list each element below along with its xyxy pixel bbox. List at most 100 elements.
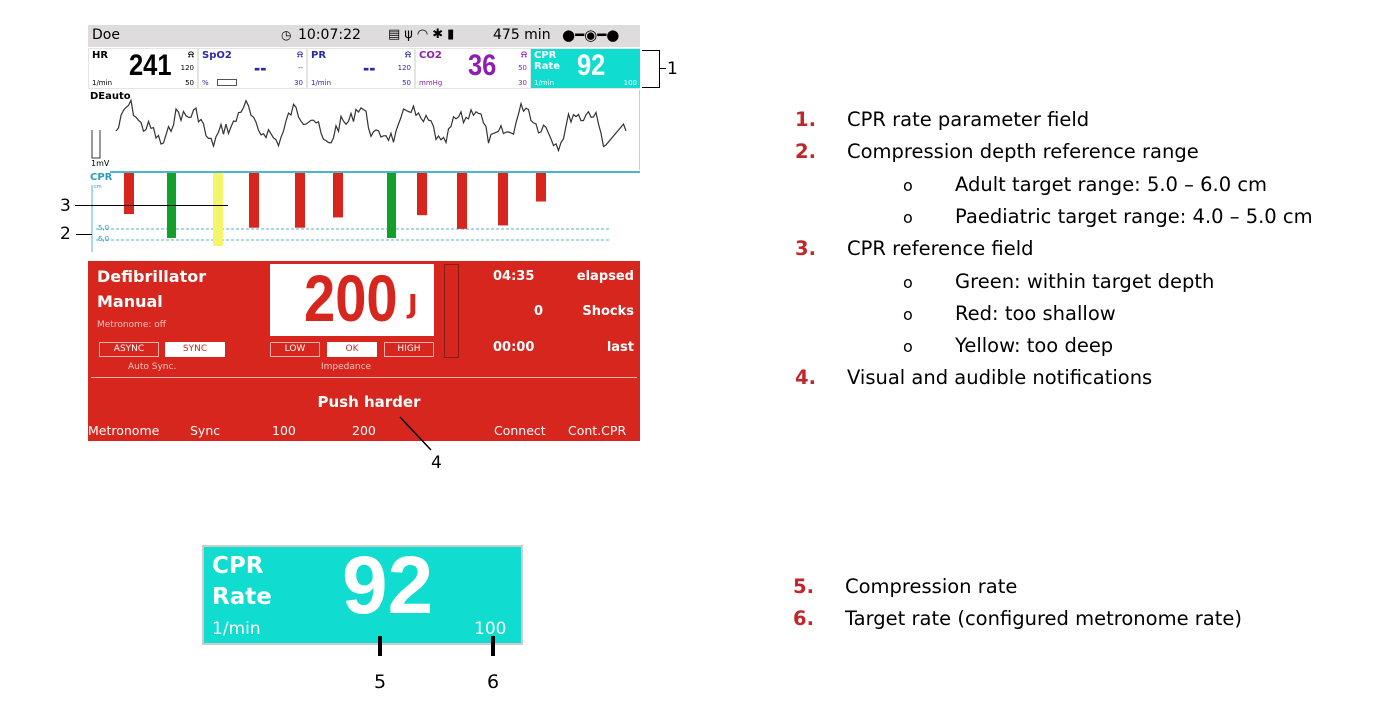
battery-time: 475 min: [493, 27, 551, 43]
defibrillator-panel: Defibrillator Manual Metronome: off ASYN…: [88, 261, 640, 441]
compression-bar-red: [295, 173, 305, 228]
param-value: 36: [468, 49, 497, 82]
legend-number: 1.: [795, 108, 816, 131]
legend-number: 4.: [795, 366, 816, 390]
ecg-waveform-area: DEauto 1mV: [88, 90, 640, 170]
defib-title: Defibrillator: [97, 267, 207, 286]
softkey-200[interactable]: 200: [352, 423, 376, 438]
cpr-field-label: CPR: [90, 172, 113, 183]
impedance-low: LOW: [270, 342, 320, 357]
last-shock-time: 00:00: [493, 340, 535, 355]
alarm-low: 50: [402, 79, 411, 87]
callout-6: 6: [487, 671, 500, 693]
compression-bar-red: [457, 173, 467, 229]
softkey-100[interactable]: 100: [272, 423, 296, 438]
impedance-high: HIGH: [384, 342, 434, 357]
legend-text: CPR rate parameter field: [847, 108, 1090, 131]
callout-tick-6: [491, 636, 495, 656]
callout-bracket-1: [642, 50, 660, 88]
status-bar: Doe ◷ 10:07:22 ▤ψ◠✱▮ 475 min ●━◉━●: [88, 25, 640, 47]
elapsed-time: 04:35: [493, 269, 535, 284]
softkey-connect[interactable]: Connect: [494, 423, 546, 438]
metronome-status: Metronome: off: [97, 320, 166, 330]
param-unit: 1/min: [311, 79, 332, 87]
softkey-sync[interactable]: Sync: [190, 423, 221, 438]
legend-text: Compression depth reference range: [847, 140, 1199, 164]
cpr-prompt: Push harder: [317, 393, 421, 411]
compression-bar-red: [498, 173, 508, 226]
alarm-high: 50: [518, 64, 527, 72]
ecg-trace: [115, 98, 627, 153]
cpr-rate-field-enlarged: CPR Rate 1/min 92 100: [202, 540, 523, 645]
callout-tick-5: [378, 636, 382, 656]
legend-text: Target rate (configured metronome rate): [845, 607, 1242, 630]
legend-text: Compression rate: [845, 575, 1018, 598]
auto-sync-label: Auto Sync.: [128, 362, 177, 372]
compression-bar-red: [124, 173, 134, 215]
callout-line-3: [75, 205, 228, 206]
sync-option[interactable]: SYNC: [165, 342, 225, 357]
energy-unit: J: [408, 290, 418, 320]
shocks-label: Shocks: [582, 304, 634, 319]
param-label: HR: [92, 50, 109, 61]
param-unit: 1/min: [92, 79, 113, 87]
legend-text: Paediatric target range: 4.0 – 5.0 cm: [955, 204, 1313, 228]
rate-label: Rate: [534, 61, 561, 72]
legend-number: 6.: [793, 607, 814, 630]
bullet-icon: o: [903, 272, 913, 292]
cpr-reference-field: CPR cm 5,0 6,0: [88, 170, 640, 255]
param-label: CO2: [419, 50, 442, 61]
param-value: --: [363, 55, 376, 80]
param-pr[interactable]: PR -- ⍾ 120 50 1/min: [308, 49, 414, 88]
cpr-field-unit: cm: [94, 184, 102, 190]
alarm-bell-icon: ⍾: [405, 50, 411, 60]
rate-unit: 1/min: [212, 619, 261, 639]
async-option[interactable]: ASYNC: [99, 342, 159, 357]
shock-count: 0: [534, 304, 544, 319]
impedance-ok: OK: [327, 342, 377, 357]
last-label: last: [606, 340, 634, 355]
bullet-icon: o: [903, 207, 913, 227]
ecg-lead-label: DEauto: [90, 91, 131, 102]
parameter-row: HR 241 ⍾ 120 50 1/min SpO2 -- ⍾ -- 30 % …: [88, 48, 640, 89]
callout-3: 3: [60, 196, 71, 216]
ref-label-6: 6,0: [98, 235, 110, 243]
impedance-label: Impedance: [321, 362, 372, 372]
legend-number: 3.: [795, 237, 816, 261]
defib-mode: Manual: [97, 292, 163, 311]
param-co2[interactable]: CO2 36 ⍾ 50 30 mmHg: [416, 49, 530, 88]
callout-line-1: [660, 68, 666, 69]
compression-rate: 92: [342, 540, 434, 631]
param-hr[interactable]: HR 241 ⍾ 120 50 1/min: [89, 49, 197, 88]
target-rate: 100: [623, 79, 637, 87]
param-spo2[interactable]: SpO2 -- ⍾ -- 30 %: [199, 49, 306, 88]
callout-2: 2: [60, 224, 71, 244]
alarm-high: 120: [180, 64, 194, 72]
softkey-metronome[interactable]: Metronome: [88, 423, 160, 438]
alarm-low: 30: [294, 79, 303, 87]
ecg-scale-label: 1mV: [91, 159, 110, 168]
electrode-connection-icon: ●━◉━●: [562, 26, 620, 44]
bullet-icon: o: [903, 304, 913, 324]
compression-bar-red: [536, 173, 546, 202]
param-label: PR: [311, 50, 327, 61]
ref-label-5: 5,0: [98, 224, 110, 232]
legend-text: CPR reference field: [847, 237, 1034, 261]
compression-bar-red: [417, 173, 427, 216]
alarm-high: --: [297, 64, 303, 72]
divider: [91, 377, 637, 378]
ecg-waveform: [91, 98, 627, 159]
param-value: 241: [129, 49, 172, 82]
compression-bar-yellow: [213, 173, 223, 246]
param-unit: %: [202, 79, 209, 87]
alarm-bell-icon: ⍾: [521, 50, 527, 60]
callout-4: 4: [431, 453, 442, 473]
param-unit: 1/min: [534, 79, 555, 87]
clock-icon: ◷: [281, 28, 292, 42]
cpr-label: CPR: [212, 553, 264, 579]
callout-line-2: [76, 234, 92, 235]
softkey-cont-cpr[interactable]: Cont.CPR: [568, 423, 627, 438]
legend-number: 5.: [793, 575, 814, 598]
